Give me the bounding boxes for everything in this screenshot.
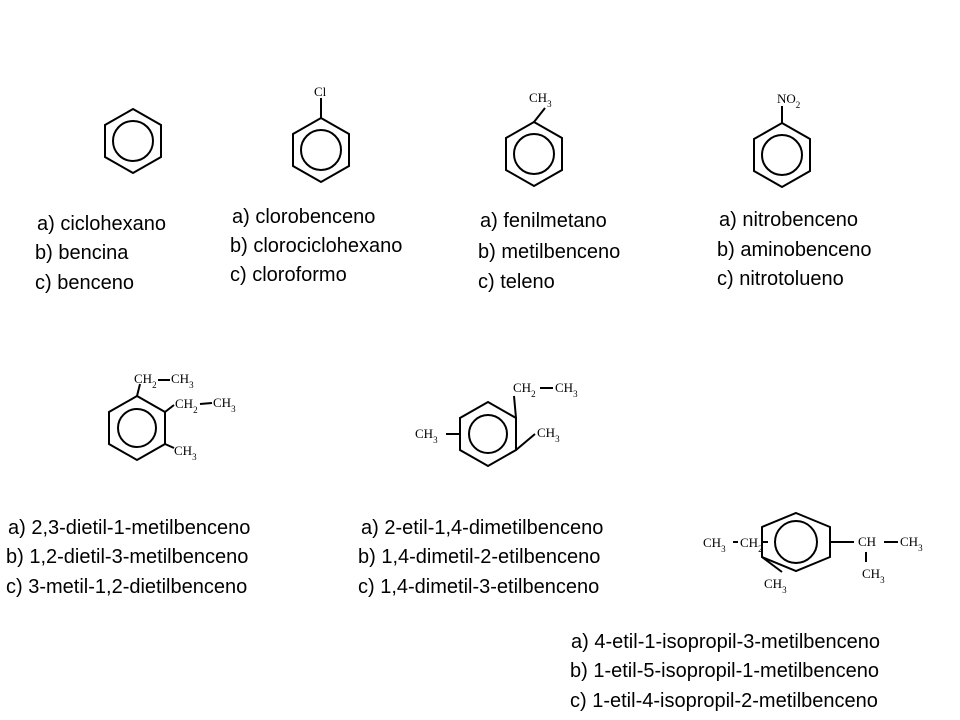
- benzene-ring-q3: [505, 107, 563, 188]
- q3-option-c[interactable]: c) teleno: [478, 271, 555, 293]
- q7-option-b[interactable]: b) 1-etil-5-isopropil-1-metilbenceno: [570, 660, 880, 682]
- q6-ch3-label-left: CH3: [415, 426, 438, 445]
- q6-option-b[interactable]: b) 1,4-dimetil-2-etilbenceno: [358, 546, 601, 568]
- q6-option-a[interactable]: a) 2-etil-1,4-dimetilbenceno: [361, 517, 604, 539]
- q7-ch3-label-bottom-left: CH3: [764, 576, 787, 595]
- q2-option-a[interactable]: a) clorobenceno: [232, 206, 376, 228]
- benzene-ring-q7: [733, 511, 898, 573]
- q3-option-b[interactable]: b) metilbenceno: [478, 241, 621, 263]
- q5-ch2-label-2: CH2: [175, 396, 198, 415]
- q5-ch2-label: CH2: [134, 371, 157, 390]
- benzene-ring-q1: [104, 107, 162, 175]
- q7-option-a[interactable]: a) 4-etil-1-isopropil-3-metilbenceno: [571, 631, 881, 653]
- q7-option-c[interactable]: c) 1-etil-4-isopropil-2-metilbenceno: [570, 690, 878, 712]
- q7-ch-label: CH: [858, 534, 876, 549]
- q5-ch3-label-bottom: CH3: [174, 443, 197, 462]
- q5-ch3-label-top: CH3: [171, 371, 194, 390]
- q6-option-c[interactable]: c) 1,4-dimetil-3-etilbenceno: [358, 576, 600, 598]
- q2-option-b[interactable]: b) clorociclohexano: [230, 235, 403, 257]
- q2-option-c[interactable]: c) cloroformo: [230, 264, 347, 286]
- chloro-substituent-label: Cl: [314, 84, 327, 99]
- q7-ch2-label: CH2: [740, 535, 763, 554]
- q4-option-b[interactable]: b) aminobenceno: [717, 239, 872, 261]
- q5-option-a[interactable]: a) 2,3-dietil-1-metilbenceno: [8, 517, 251, 539]
- q5-ch3-label-right: CH3: [213, 395, 236, 414]
- q6-ch2-label: CH2: [513, 380, 536, 399]
- nitro-substituent-label: NO2: [777, 91, 800, 110]
- q5-option-c[interactable]: c) 3-metil-1,2-dietilbenceno: [6, 576, 248, 598]
- q1-option-a[interactable]: a) ciclohexano: [37, 213, 166, 235]
- q7-ch3-label-left: CH3: [703, 535, 726, 554]
- q5-option-b[interactable]: b) 1,2-dietil-3-metilbenceno: [6, 546, 249, 568]
- q7-ch3-label-bottom-right: CH3: [862, 566, 885, 585]
- benzene-ring-q4: [753, 106, 811, 189]
- benzene-ring-q5: [108, 379, 213, 462]
- q1-option-c[interactable]: c) benceno: [35, 272, 134, 294]
- benzene-ring-q6: [446, 387, 553, 468]
- q7-ch3-label-right: CH3: [900, 534, 923, 553]
- q4-option-c[interactable]: c) nitrotolueno: [717, 268, 844, 290]
- q4-option-a[interactable]: a) nitrobenceno: [719, 209, 858, 231]
- q1-option-b[interactable]: b) bencina: [35, 242, 129, 264]
- benzene-ring-q2: [292, 98, 350, 184]
- q6-ch3-label-top: CH3: [555, 380, 578, 399]
- q3-option-a[interactable]: a) fenilmetano: [480, 210, 607, 232]
- methyl-substituent-label: CH3: [529, 90, 552, 109]
- q6-ch3-label-right: CH3: [537, 425, 560, 444]
